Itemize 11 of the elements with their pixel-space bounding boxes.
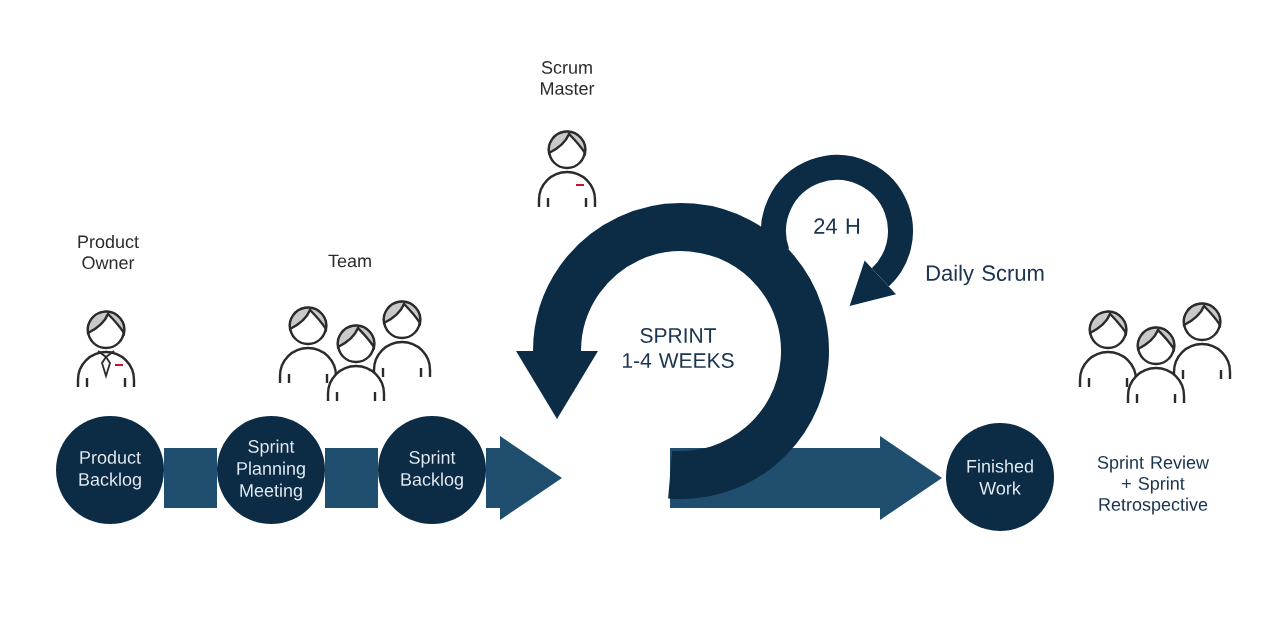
role-label: Team <box>328 254 371 268</box>
band-arrow <box>325 448 378 508</box>
role-label: Scrum Master <box>541 61 595 95</box>
event-label: Sprint Review + Sprint Retrospective <box>1097 455 1210 515</box>
band-arrow <box>486 436 562 520</box>
event-label: Daily Scrum <box>926 264 1044 286</box>
sprint-label: SPRINT 1-4 WEEKS <box>623 328 734 368</box>
band-arrow <box>670 436 942 520</box>
duration-label: 24 H <box>814 218 860 234</box>
band-arrow <box>164 448 217 508</box>
role-label: Product Owner <box>78 234 139 270</box>
